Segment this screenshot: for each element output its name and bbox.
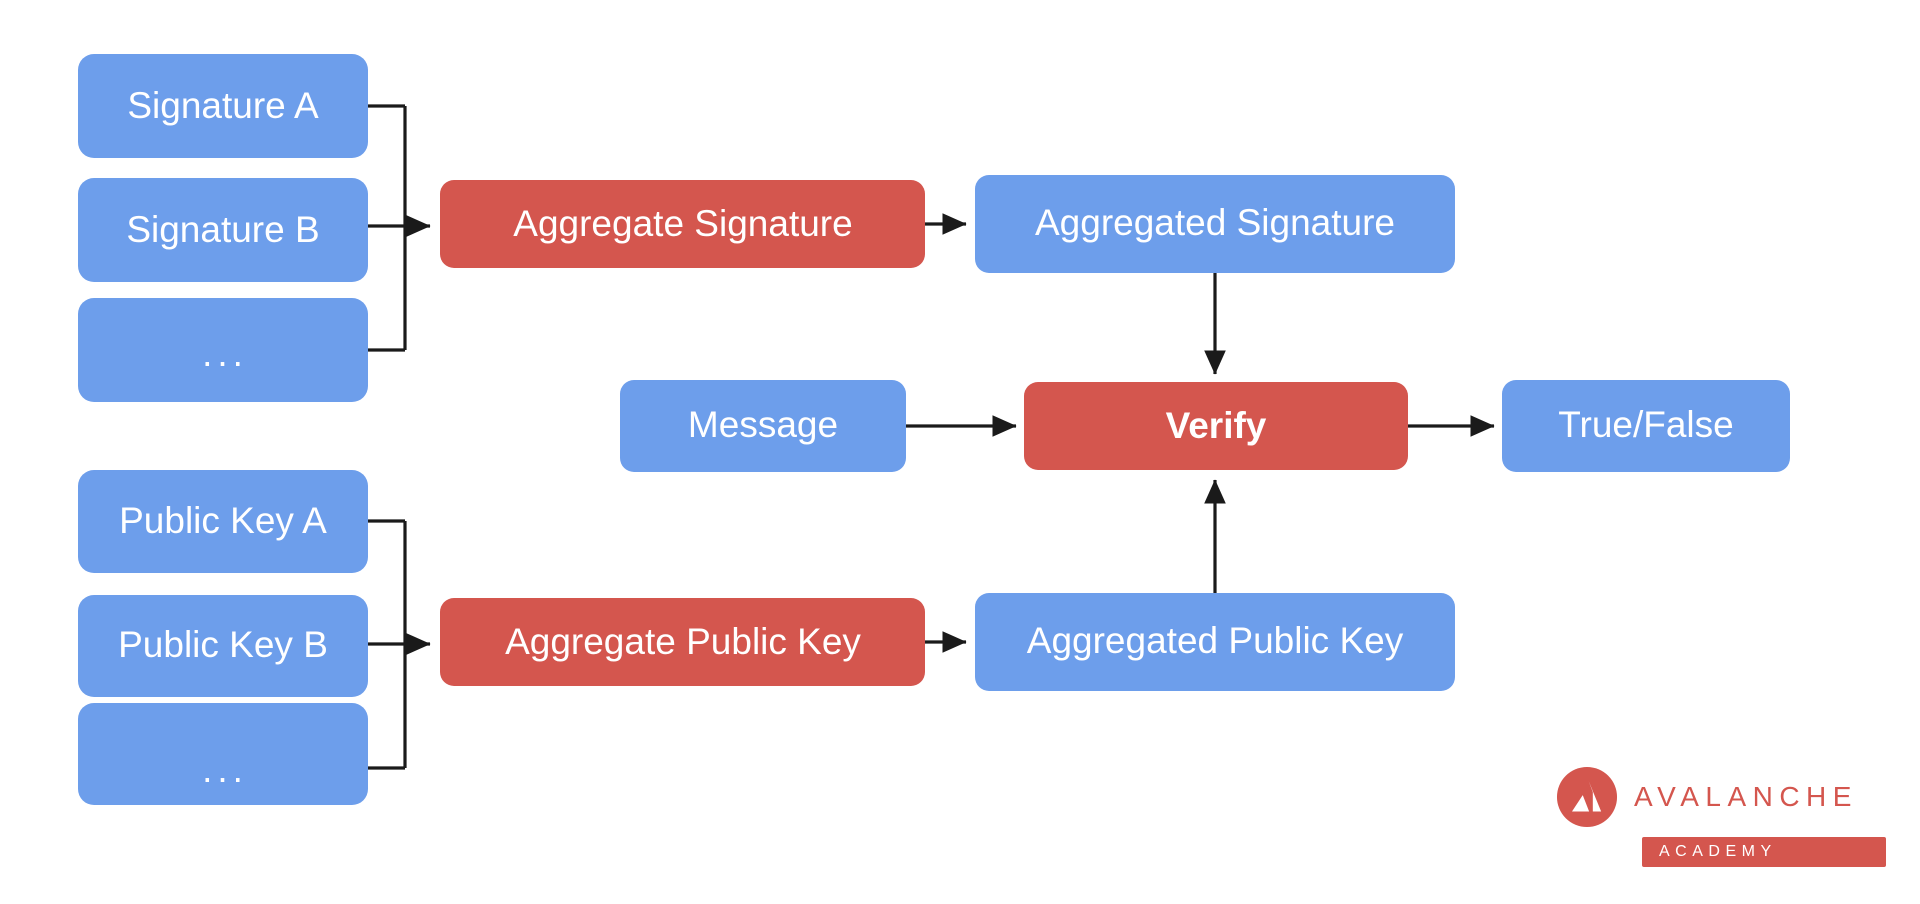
node-box[interactable] xyxy=(975,593,1455,691)
node-label: Aggregated Public Key xyxy=(1027,620,1404,661)
node-box[interactable] xyxy=(78,470,368,573)
node-signature-more[interactable]: ... xyxy=(78,298,368,402)
node-box[interactable] xyxy=(1502,380,1790,472)
node-label: Signature A xyxy=(127,85,319,126)
node-label: ... xyxy=(202,749,248,790)
node-aggregated-public-key[interactable]: Aggregated Public Key xyxy=(975,593,1455,691)
node-signature-a[interactable]: Signature A xyxy=(78,54,368,158)
node-signature-b[interactable]: Signature B xyxy=(78,178,368,282)
node-public-key-b[interactable]: Public Key B xyxy=(78,595,368,697)
node-aggregate-signature[interactable]: Aggregate Signature xyxy=(440,180,925,268)
node-label: Aggregate Public Key xyxy=(505,621,861,662)
node-public-key-more[interactable]: ... xyxy=(78,703,368,805)
logo-row: AVALANCHE xyxy=(1556,766,1886,828)
node-label: Public Key A xyxy=(119,500,327,541)
node-aggregated-signature[interactable]: Aggregated Signature xyxy=(975,175,1455,273)
node-box[interactable] xyxy=(975,175,1455,273)
logo-brand-text: AVALANCHE xyxy=(1634,781,1858,812)
node-box[interactable] xyxy=(78,54,368,158)
node-label: Aggregate Signature xyxy=(513,203,852,244)
node-box[interactable] xyxy=(1024,382,1408,470)
node-message[interactable]: Message xyxy=(620,380,906,472)
node-box[interactable] xyxy=(440,598,925,686)
node-box[interactable] xyxy=(78,703,368,805)
node-box[interactable] xyxy=(440,180,925,268)
node-label: Signature B xyxy=(126,209,319,250)
node-box[interactable] xyxy=(78,595,368,697)
node-label: ... xyxy=(202,333,248,374)
logo-academy-badge: ACADEMY xyxy=(1642,837,1886,867)
logo-text-column: AVALANCHE xyxy=(1634,783,1858,811)
node-label: Message xyxy=(688,404,838,445)
node-label: Public Key B xyxy=(118,624,328,665)
node-box[interactable] xyxy=(78,298,368,402)
avalanche-logo-icon xyxy=(1556,766,1618,828)
node-label: Aggregated Signature xyxy=(1035,202,1395,243)
node-label: True/False xyxy=(1558,404,1733,445)
node-label: Verify xyxy=(1166,405,1267,446)
node-verify[interactable]: Verify xyxy=(1024,382,1408,470)
node-true-false[interactable]: True/False xyxy=(1502,380,1790,472)
connectors xyxy=(368,104,1495,770)
node-box[interactable] xyxy=(620,380,906,472)
node-aggregate-public-key[interactable]: Aggregate Public Key xyxy=(440,598,925,686)
node-box[interactable] xyxy=(78,178,368,282)
avalanche-academy-logo: AVALANCHE ACADEMY xyxy=(1556,766,1886,867)
node-public-key-a[interactable]: Public Key A xyxy=(78,470,368,573)
